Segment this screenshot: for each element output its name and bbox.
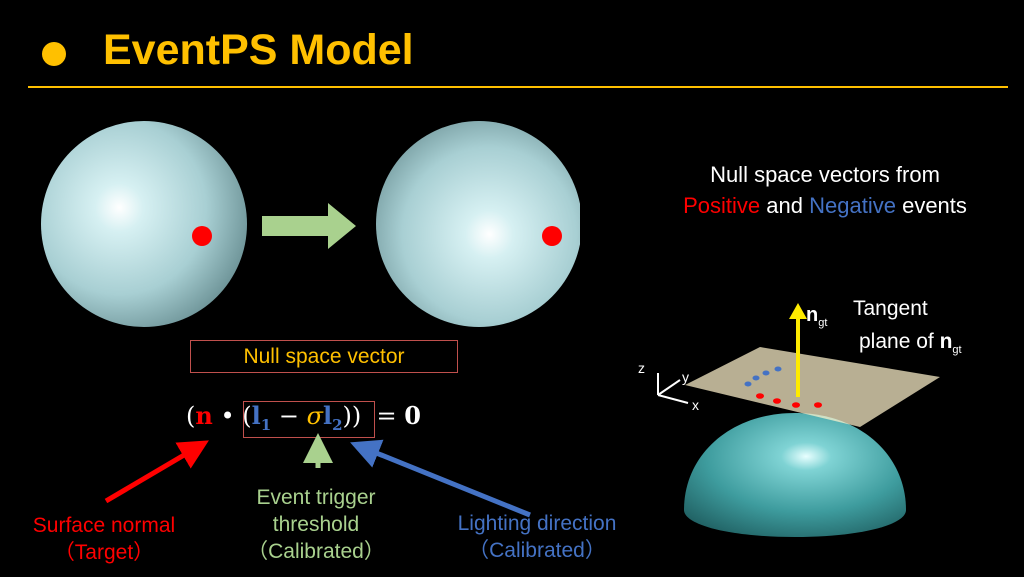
tangent-line-1: Tangent <box>853 297 928 320</box>
null-space-line-2: Positive and Negative events <box>640 190 1010 221</box>
ngt-main: n <box>806 304 819 326</box>
positive-word: Positive <box>683 193 761 218</box>
axis-y-label: y <box>682 369 689 385</box>
sphere-after <box>376 121 580 327</box>
title-divider <box>28 86 1008 88</box>
spheres-illustration <box>41 121 580 327</box>
lighting-direction-subtext: （Calibrated） <box>468 539 606 562</box>
eq-minus: − <box>278 402 299 430</box>
eq-zero: 0 <box>404 401 421 430</box>
event-trigger-subtext: （Calibrated） <box>247 540 385 563</box>
ngt-sub: gt <box>818 317 828 329</box>
surface-point-after <box>542 226 562 246</box>
negative-event-dots <box>744 366 782 387</box>
eq-equals: = <box>376 402 397 430</box>
axis-x-label: x <box>692 397 699 413</box>
sphere-before <box>41 121 247 327</box>
eq-l2: l <box>322 401 333 430</box>
transition-arrow-icon <box>262 203 356 249</box>
event-trigger-text-1: Event trigger <box>256 486 376 509</box>
ngt-vector-head-icon <box>789 303 807 319</box>
event-trigger-text-2: threshold <box>272 513 360 536</box>
page-title: EventPS Model <box>103 26 414 74</box>
lighting-direction-text: Lighting direction <box>457 512 617 535</box>
tangent-prefix: plane of <box>859 330 934 353</box>
eq-normal: n <box>195 401 213 430</box>
eq-l1: l <box>251 401 261 430</box>
eq-open-paren-2: ( <box>242 402 252 430</box>
ngt-label: ngt <box>806 304 827 329</box>
tangent-n: n <box>939 330 953 353</box>
lighting-pointer-arrow <box>350 439 531 518</box>
eq-dot: • <box>220 402 235 430</box>
eq-l2-sub: 2 <box>332 415 343 434</box>
eq-l1-sub: 1 <box>260 415 272 434</box>
negative-word: Negative <box>809 193 896 218</box>
null-space-line-1: Null space vectors from <box>710 162 940 187</box>
event-equation: (n • (l1 − σl2)) = 0 <box>186 401 421 434</box>
tangent-line-2: plane of ngt <box>852 325 962 367</box>
hemisphere-surface <box>684 413 906 537</box>
normal-pointer-arrow <box>104 440 209 504</box>
event-trigger-label: Event trigger threshold （Calibrated） <box>226 484 406 565</box>
eq-open-paren: ( <box>186 402 196 430</box>
tangent-plane-scene: z y x <box>638 303 940 537</box>
eq-sigma: σ <box>306 402 323 430</box>
surface-normal-subtext: （Target） <box>53 541 155 564</box>
axes-icon <box>657 373 689 404</box>
surface-point-before <box>192 226 212 246</box>
tangent-plane-label: Tangent plane of ngt <box>852 292 962 367</box>
events-word: events <box>902 193 967 218</box>
and-word: and <box>766 193 803 218</box>
tangent-plane <box>685 347 940 427</box>
title-bullet <box>42 42 66 66</box>
tangent-sub: gt <box>952 344 962 357</box>
null-space-vector-label: Null space vector <box>190 340 458 373</box>
eq-close-paren: )) <box>342 402 362 430</box>
surface-normal-text: Surface normal <box>32 514 176 537</box>
axis-z-label: z <box>638 360 645 376</box>
null-space-description: Null space vectors from Positive and Neg… <box>640 159 1010 221</box>
surface-normal-label: Surface normal （Target） <box>10 512 198 566</box>
positive-event-dots <box>756 393 822 408</box>
lighting-direction-label: Lighting direction （Calibrated） <box>430 510 644 564</box>
